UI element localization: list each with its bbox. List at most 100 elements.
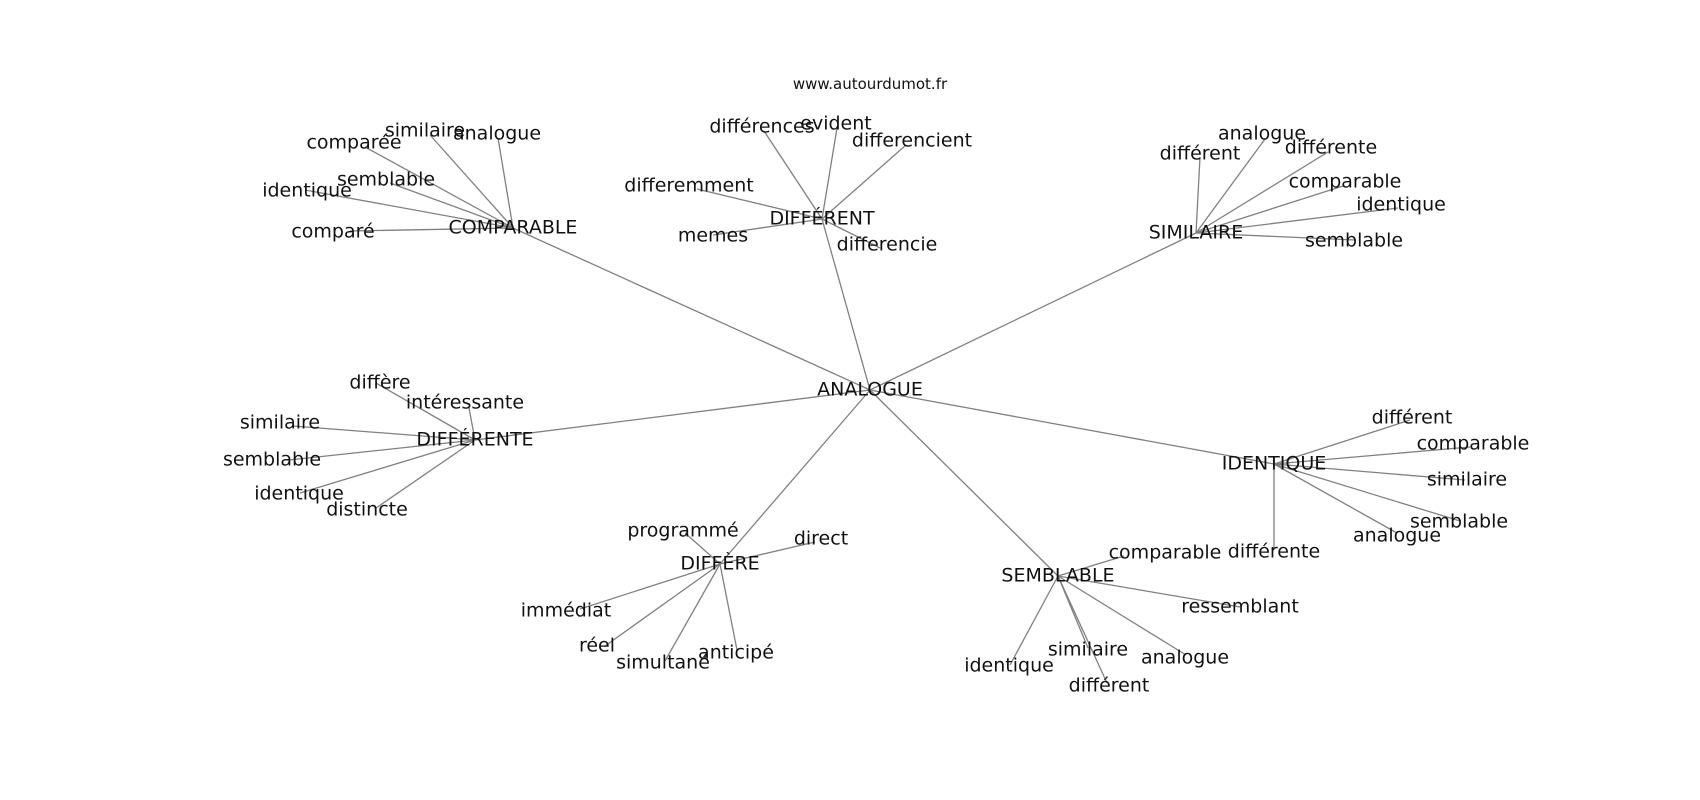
- leaf-word-different: différent: [1160, 143, 1241, 165]
- leaf-word-semblable: semblable: [223, 449, 321, 471]
- edge-differe-programme: [684, 532, 721, 565]
- hub-word-different: DIFFÉRENT: [769, 207, 875, 230]
- leaf-word-memes: memes: [678, 225, 748, 247]
- leaf-word-differe: diffère: [349, 372, 410, 394]
- leaf-word-ressemblant: ressemblant: [1181, 596, 1299, 618]
- site-credit: www.autourdumot.fr: [793, 75, 948, 93]
- hub-word-similaire: SIMILAIRE: [1149, 222, 1244, 244]
- leaf-word-different: différent: [1372, 407, 1453, 429]
- hub-word-semblable: SEMBLABLE: [1001, 565, 1114, 587]
- leaf-word-direct: direct: [794, 528, 848, 550]
- edge-comparable-similaire: [429, 134, 514, 229]
- hub-word-identique: IDENTIQUE: [1222, 453, 1327, 475]
- hub-word-differe: DIFFÈRE: [680, 552, 759, 575]
- edge-center-different: [821, 218, 871, 391]
- edge-similaire-comparable: [1195, 185, 1344, 234]
- edge-differente-semblable: [288, 439, 476, 461]
- edge-identique-analogue: [1273, 463, 1398, 534]
- leaf-word-programme: programmé: [627, 520, 738, 542]
- leaf-word-anticipe: anticipé: [698, 642, 774, 664]
- edge-differe-simultane: [664, 563, 721, 662]
- leaf-word-identique: identique: [964, 655, 1054, 677]
- hub-word-comparable: COMPARABLE: [449, 217, 578, 239]
- leaf-word-differences: différences: [709, 116, 814, 138]
- edge-similaire-analogue: [1195, 138, 1266, 234]
- leaf-word-evident: evident: [800, 113, 871, 135]
- edge-similaire-different: [1195, 156, 1201, 234]
- leaf-word-semblable: semblable: [1410, 511, 1508, 533]
- leaf-word-distincte: distincte: [326, 499, 408, 521]
- leaf-word-similaire: similaire: [240, 412, 320, 434]
- leaf-word-identique: identique: [254, 483, 344, 505]
- leaf-word-compare: comparé: [291, 221, 374, 243]
- leaf-word-differencient: differencient: [852, 130, 972, 152]
- edge-differe-direct: [719, 541, 816, 565]
- edge-differe-immediat: [579, 563, 721, 610]
- leaf-word-semblable: semblable: [337, 169, 435, 191]
- edge-center-semblable: [869, 389, 1059, 577]
- leaf-word-identique: identique: [1356, 194, 1446, 216]
- leaf-word-similaire: similaire: [1427, 469, 1507, 491]
- edge-differente-differe: [375, 382, 476, 441]
- edge-identique-similaire: [1273, 463, 1466, 481]
- leaf-word-differente: différente: [1285, 137, 1377, 159]
- edge-similaire-identique: [1195, 207, 1399, 234]
- leaf-word-analogue: analogue: [1218, 123, 1306, 145]
- leaf-word-analogue: analogue: [1141, 647, 1229, 669]
- edge-similaire-semblable: [1195, 232, 1356, 241]
- edge-center-differente: [474, 389, 871, 441]
- edge-differente-distincte: [375, 439, 476, 509]
- edge-differe-reel: [604, 563, 721, 647]
- edge-semblable-ressemblant: [1057, 575, 1241, 608]
- hub-word-differente: DIFFÉRENTE: [416, 428, 533, 451]
- edge-center-identique: [869, 389, 1275, 465]
- leaf-word-interessante: intéressante: [406, 392, 524, 414]
- edge-identique-different: [1273, 419, 1411, 465]
- edge-differe-anticipe: [719, 563, 738, 651]
- edge-different-differencie: [821, 218, 881, 249]
- edge-different-differencient: [821, 144, 907, 220]
- leaf-word-differemment: differemment: [624, 175, 753, 197]
- edge-different-differences: [763, 130, 823, 220]
- leaf-word-semblable: semblable: [1305, 230, 1403, 252]
- edge-comparable-identique: [304, 189, 514, 229]
- leaf-word-similaire: similaire: [1048, 639, 1128, 661]
- edge-similaire-differente: [1195, 151, 1329, 234]
- edge-semblable-comparable: [1057, 555, 1125, 577]
- label-layer: similaireanaloguecomparéesemblableidenti…: [223, 113, 1529, 697]
- edge-comparable-semblable: [389, 182, 514, 229]
- leaf-word-analogue: analogue: [453, 123, 541, 145]
- edge-center-similaire: [869, 232, 1197, 391]
- leaf-word-different: différent: [1069, 675, 1150, 697]
- leaf-word-comparable: comparable: [1289, 171, 1402, 193]
- leaf-word-identique: identique: [262, 180, 352, 202]
- edge-identique-comparable: [1273, 446, 1471, 465]
- center-word: ANALOGUE: [817, 379, 923, 401]
- leaf-word-reel: réel: [579, 635, 615, 657]
- edge-differente-similaire: [292, 425, 476, 441]
- edge-center-differe: [719, 389, 871, 565]
- edge-semblable-different: [1057, 575, 1108, 684]
- edge-differente-interessante: [468, 407, 476, 441]
- edge-semblable-analogue: [1057, 575, 1187, 656]
- leaf-word-similaire: similaire: [385, 120, 465, 142]
- edge-center-comparable: [512, 227, 871, 391]
- edge-different-differemment: [696, 188, 823, 220]
- edge-semblable-identique: [1009, 575, 1059, 666]
- leaf-word-comparable: comparable: [1417, 433, 1530, 455]
- leaf-word-differente: différente: [1228, 541, 1320, 563]
- leaf-word-analogue: analogue: [1353, 525, 1441, 547]
- edge-layer: [288, 127, 1471, 684]
- edge-comparable-compare: [349, 227, 514, 232]
- leaf-word-simultane: simultané: [616, 652, 710, 674]
- edge-different-evident: [821, 127, 838, 220]
- leaf-word-immediat: immédiat: [521, 600, 611, 622]
- leaf-word-comparee: comparée: [306, 132, 401, 154]
- edge-identique-semblable: [1273, 463, 1461, 522]
- leaf-word-differencie: differencie: [837, 234, 938, 256]
- edge-comparable-analogue: [497, 137, 514, 229]
- edge-different-memes: [712, 218, 823, 236]
- leaf-word-comparable: comparable: [1109, 542, 1222, 564]
